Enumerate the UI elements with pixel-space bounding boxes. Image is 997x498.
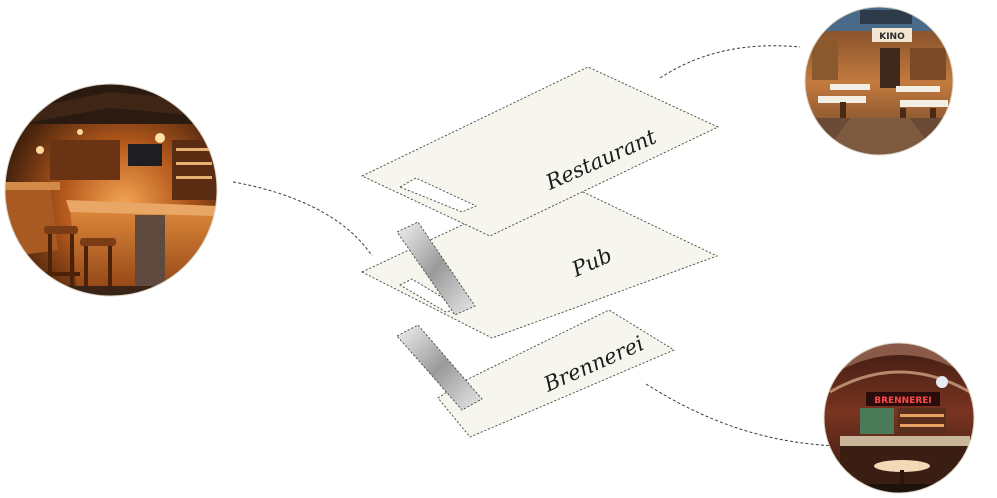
staircase-icon xyxy=(396,324,483,411)
kino-sign: KINO xyxy=(879,32,905,42)
pub-photo xyxy=(5,84,217,296)
restaurant-photo-frame xyxy=(804,6,954,156)
connector-brennerei xyxy=(645,383,839,447)
pub-photo-frame xyxy=(4,83,218,297)
level-pub: Pub xyxy=(360,179,719,339)
restaurant-photo: KINO xyxy=(805,7,953,155)
brennerei-neon-sign: BRENNEREI xyxy=(874,396,932,406)
connector-pub xyxy=(232,181,373,257)
staircase-icon xyxy=(396,221,476,316)
level-brennerei: Brennerei xyxy=(396,309,675,438)
connector-restaurant xyxy=(659,45,801,79)
brennerei-photo-frame xyxy=(823,342,975,494)
brennerei-photo: BRENNEREI xyxy=(824,343,974,493)
level-restaurant: Restaurant xyxy=(360,66,720,237)
